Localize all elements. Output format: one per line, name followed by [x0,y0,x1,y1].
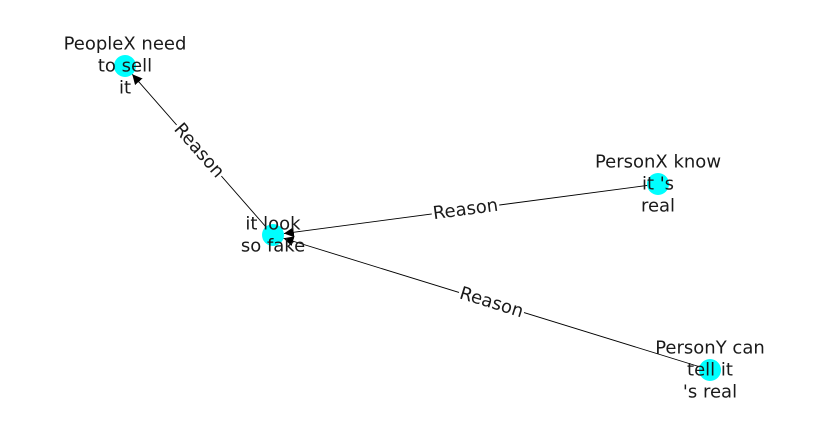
node-label-line: PersonX know [595,152,721,173]
node-circle [114,55,136,77]
node-label-line: real [641,196,675,217]
edge-label-background [455,280,528,325]
node-label-line: tell it [687,360,733,381]
node-label-line: so fake [241,236,305,257]
node-label-line: PersonY can [655,338,765,359]
edge-label: Reason [432,195,500,224]
node-label-line: 's real [683,382,737,403]
node-label-line: it [119,78,131,99]
node-label-line: PeopleX need [64,34,187,55]
node-label-line: to sell [98,56,152,77]
edge-label-background [430,192,501,227]
edge-label: Reason [457,283,526,322]
node-circle [647,173,669,195]
node-label-line: it look [245,214,301,235]
edge-label: Reason [169,119,228,182]
node-label-line: it 's [642,174,674,195]
edge-label-background [166,116,232,185]
node-circle [262,224,284,246]
node-circle [699,359,721,381]
